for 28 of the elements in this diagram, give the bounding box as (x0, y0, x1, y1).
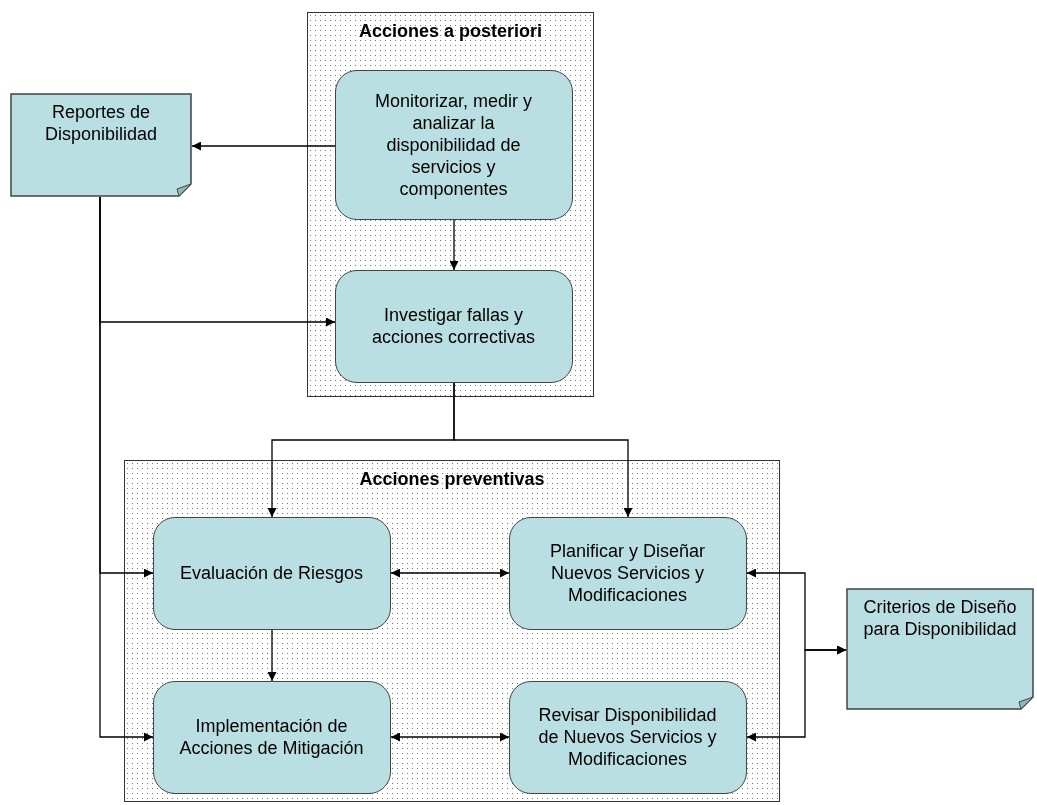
group-panel (307, 12, 594, 397)
process-label: Planificar y Diseñar Nuevos Servicios y Modificaciones (548, 540, 707, 606)
group-panel (124, 460, 780, 802)
process-label: Investigar fallas y acciones correctivas (370, 304, 537, 348)
connector-arrow (99, 196, 154, 742)
group-title: Acciones preventivas (358, 469, 546, 490)
process-box (508, 680, 747, 794)
process-box (334, 269, 573, 383)
connector-arrow (390, 568, 510, 578)
document-label: Criterios de Diseño para Disponibilidad (862, 596, 1018, 640)
process-label: Monitorizar, medir y analizar la disponibilidad de servicios y componentes (373, 89, 533, 200)
process-box (152, 680, 391, 794)
document-shape (10, 93, 192, 197)
process-box (334, 69, 573, 220)
connector-arrow (390, 732, 510, 742)
process-label: Revisar Disponibilidad de Nuevos Servicios y Modificaciones (537, 704, 718, 770)
connector-arrow (267, 629, 277, 682)
document-shape (846, 588, 1034, 710)
connector-arrow (449, 219, 459, 271)
group-title: Acciones a posteriori (357, 21, 544, 42)
connector-arrow (453, 382, 633, 518)
connector-arrow (746, 645, 847, 742)
connector-arrow (191, 141, 336, 151)
process-box (152, 516, 391, 630)
document-label: Reportes de Disponibilidad (43, 101, 159, 145)
process-box (508, 516, 747, 630)
process-label: Implementación de Acciones de Mitigación (178, 715, 365, 759)
process-label: Evaluación de Riesgos (178, 562, 365, 584)
